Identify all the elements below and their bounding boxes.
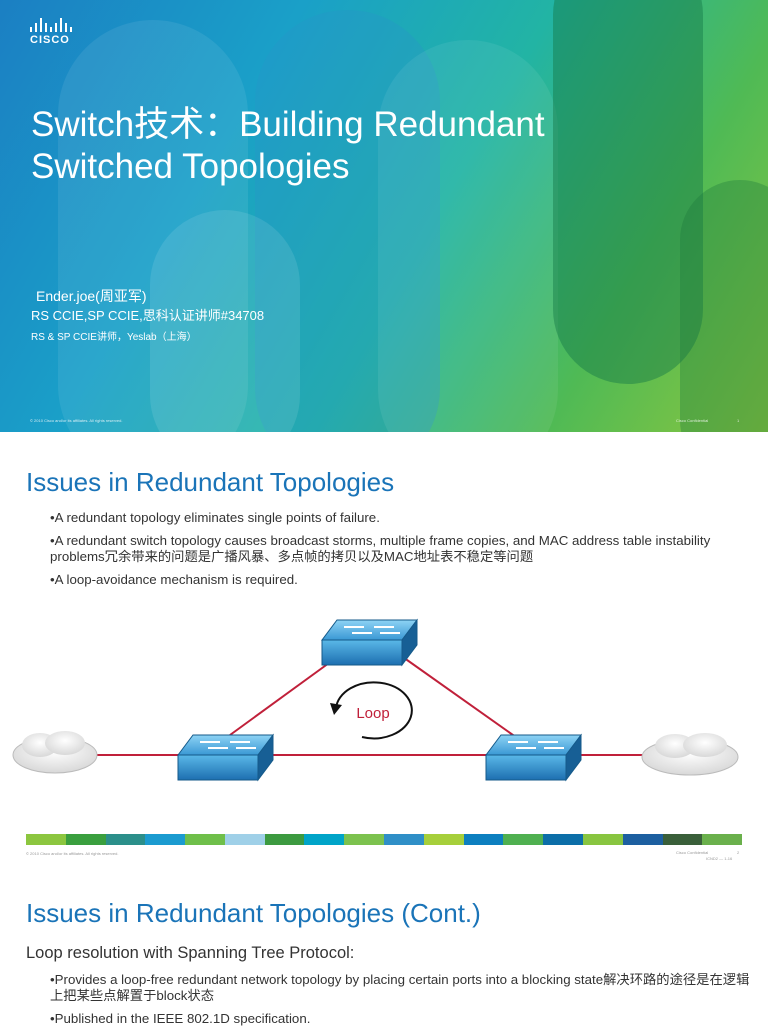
background-shape bbox=[255, 10, 440, 432]
slide-3-lead: Loop resolution with Spanning Tree Proto… bbox=[26, 944, 355, 962]
loop-label: Loop bbox=[356, 705, 389, 722]
author-subtitle: RS & SP CCIE讲师，Yeslab（上海） bbox=[31, 332, 197, 343]
title-line-1: Switch技术：Building Redundant bbox=[31, 105, 545, 144]
color-bar-segment bbox=[344, 834, 385, 845]
color-bar-segment bbox=[622, 834, 663, 845]
confidential-text: Cisco Confidential bbox=[676, 418, 709, 423]
cloud-icon bbox=[12, 731, 98, 774]
color-bar-segment bbox=[662, 834, 703, 845]
color-bar-segment bbox=[384, 834, 424, 845]
color-bar-segment bbox=[224, 834, 265, 845]
title-line-2: Switched Topologies bbox=[31, 147, 350, 186]
link-top-right bbox=[399, 654, 521, 741]
switch-icon-left bbox=[177, 733, 274, 782]
copyright-text: © 2010 Cisco and/or its affiliates. All … bbox=[30, 418, 123, 423]
slide-2-title: Issues in Redundant Topologies bbox=[26, 467, 395, 497]
color-bar-segment bbox=[582, 834, 623, 845]
color-bar-segment bbox=[264, 834, 305, 845]
color-bar-segment bbox=[105, 834, 146, 845]
color-bar-segment bbox=[543, 834, 583, 845]
confidential-text: Cisco Confidential bbox=[676, 850, 709, 855]
color-bar-segment bbox=[185, 834, 225, 845]
background-shape bbox=[680, 180, 768, 432]
background-shape bbox=[553, 0, 703, 384]
bullet-item: •Published in the IEEE 802.1D specificat… bbox=[50, 1011, 311, 1026]
link-left-top bbox=[229, 654, 341, 736]
color-bar-segment bbox=[423, 834, 464, 845]
switch-icon-top bbox=[321, 618, 418, 667]
cloud-icon bbox=[641, 733, 739, 776]
bullet-item: •A loop-avoidance mechanism is required. bbox=[50, 572, 298, 587]
bullet-item: •A redundant switch topology causes broa… bbox=[50, 533, 711, 564]
background-shape bbox=[378, 40, 558, 432]
page-number: 1 bbox=[737, 418, 740, 423]
switch-icon-right bbox=[485, 733, 582, 782]
title-slide: CISCO Switch技术：Building Redundant Switch… bbox=[0, 0, 768, 432]
cisco-bridge-icon bbox=[30, 18, 72, 32]
color-bar-segment bbox=[503, 834, 544, 845]
author-name: Ender.joe(周亚军) bbox=[36, 288, 147, 304]
loop-arrow-icon bbox=[330, 681, 413, 740]
cisco-logo-text: CISCO bbox=[30, 34, 70, 46]
color-bar-segment bbox=[145, 834, 186, 845]
bullet-item: •Provides a loop-free redundant network … bbox=[50, 972, 750, 1003]
color-bar-segment bbox=[304, 834, 345, 845]
author-credentials: RS CCIE,SP CCIE,思科认证讲师#34708 bbox=[31, 308, 265, 323]
slide-title: Switch技术：Building Redundant Switched Top… bbox=[31, 104, 671, 188]
color-bar-segment bbox=[463, 834, 504, 845]
bullet-item: •A redundant topology eliminates single … bbox=[50, 510, 380, 525]
slide-3-bullets: •Provides a loop-free redundant network … bbox=[50, 972, 750, 1034]
slide-3-title: Issues in Redundant Topologies (Cont.) bbox=[26, 898, 481, 928]
course-id: ICND2 — 1-16 bbox=[706, 856, 733, 861]
background-shape bbox=[150, 210, 300, 432]
background-shape bbox=[58, 20, 248, 432]
color-bar-segment bbox=[65, 834, 106, 845]
copyright-text: © 2010 Cisco and/or its affiliates. All … bbox=[26, 851, 119, 856]
cisco-logo: CISCO bbox=[30, 18, 72, 46]
decorative-color-bar bbox=[26, 834, 743, 845]
color-bar-segment bbox=[26, 834, 66, 845]
slide-2-bullets: •A redundant topology eliminates single … bbox=[50, 510, 740, 595]
color-bar-segment bbox=[702, 834, 743, 845]
page-number: 2 bbox=[737, 850, 740, 855]
redundant-topology-diagram: Loop bbox=[12, 618, 739, 782]
